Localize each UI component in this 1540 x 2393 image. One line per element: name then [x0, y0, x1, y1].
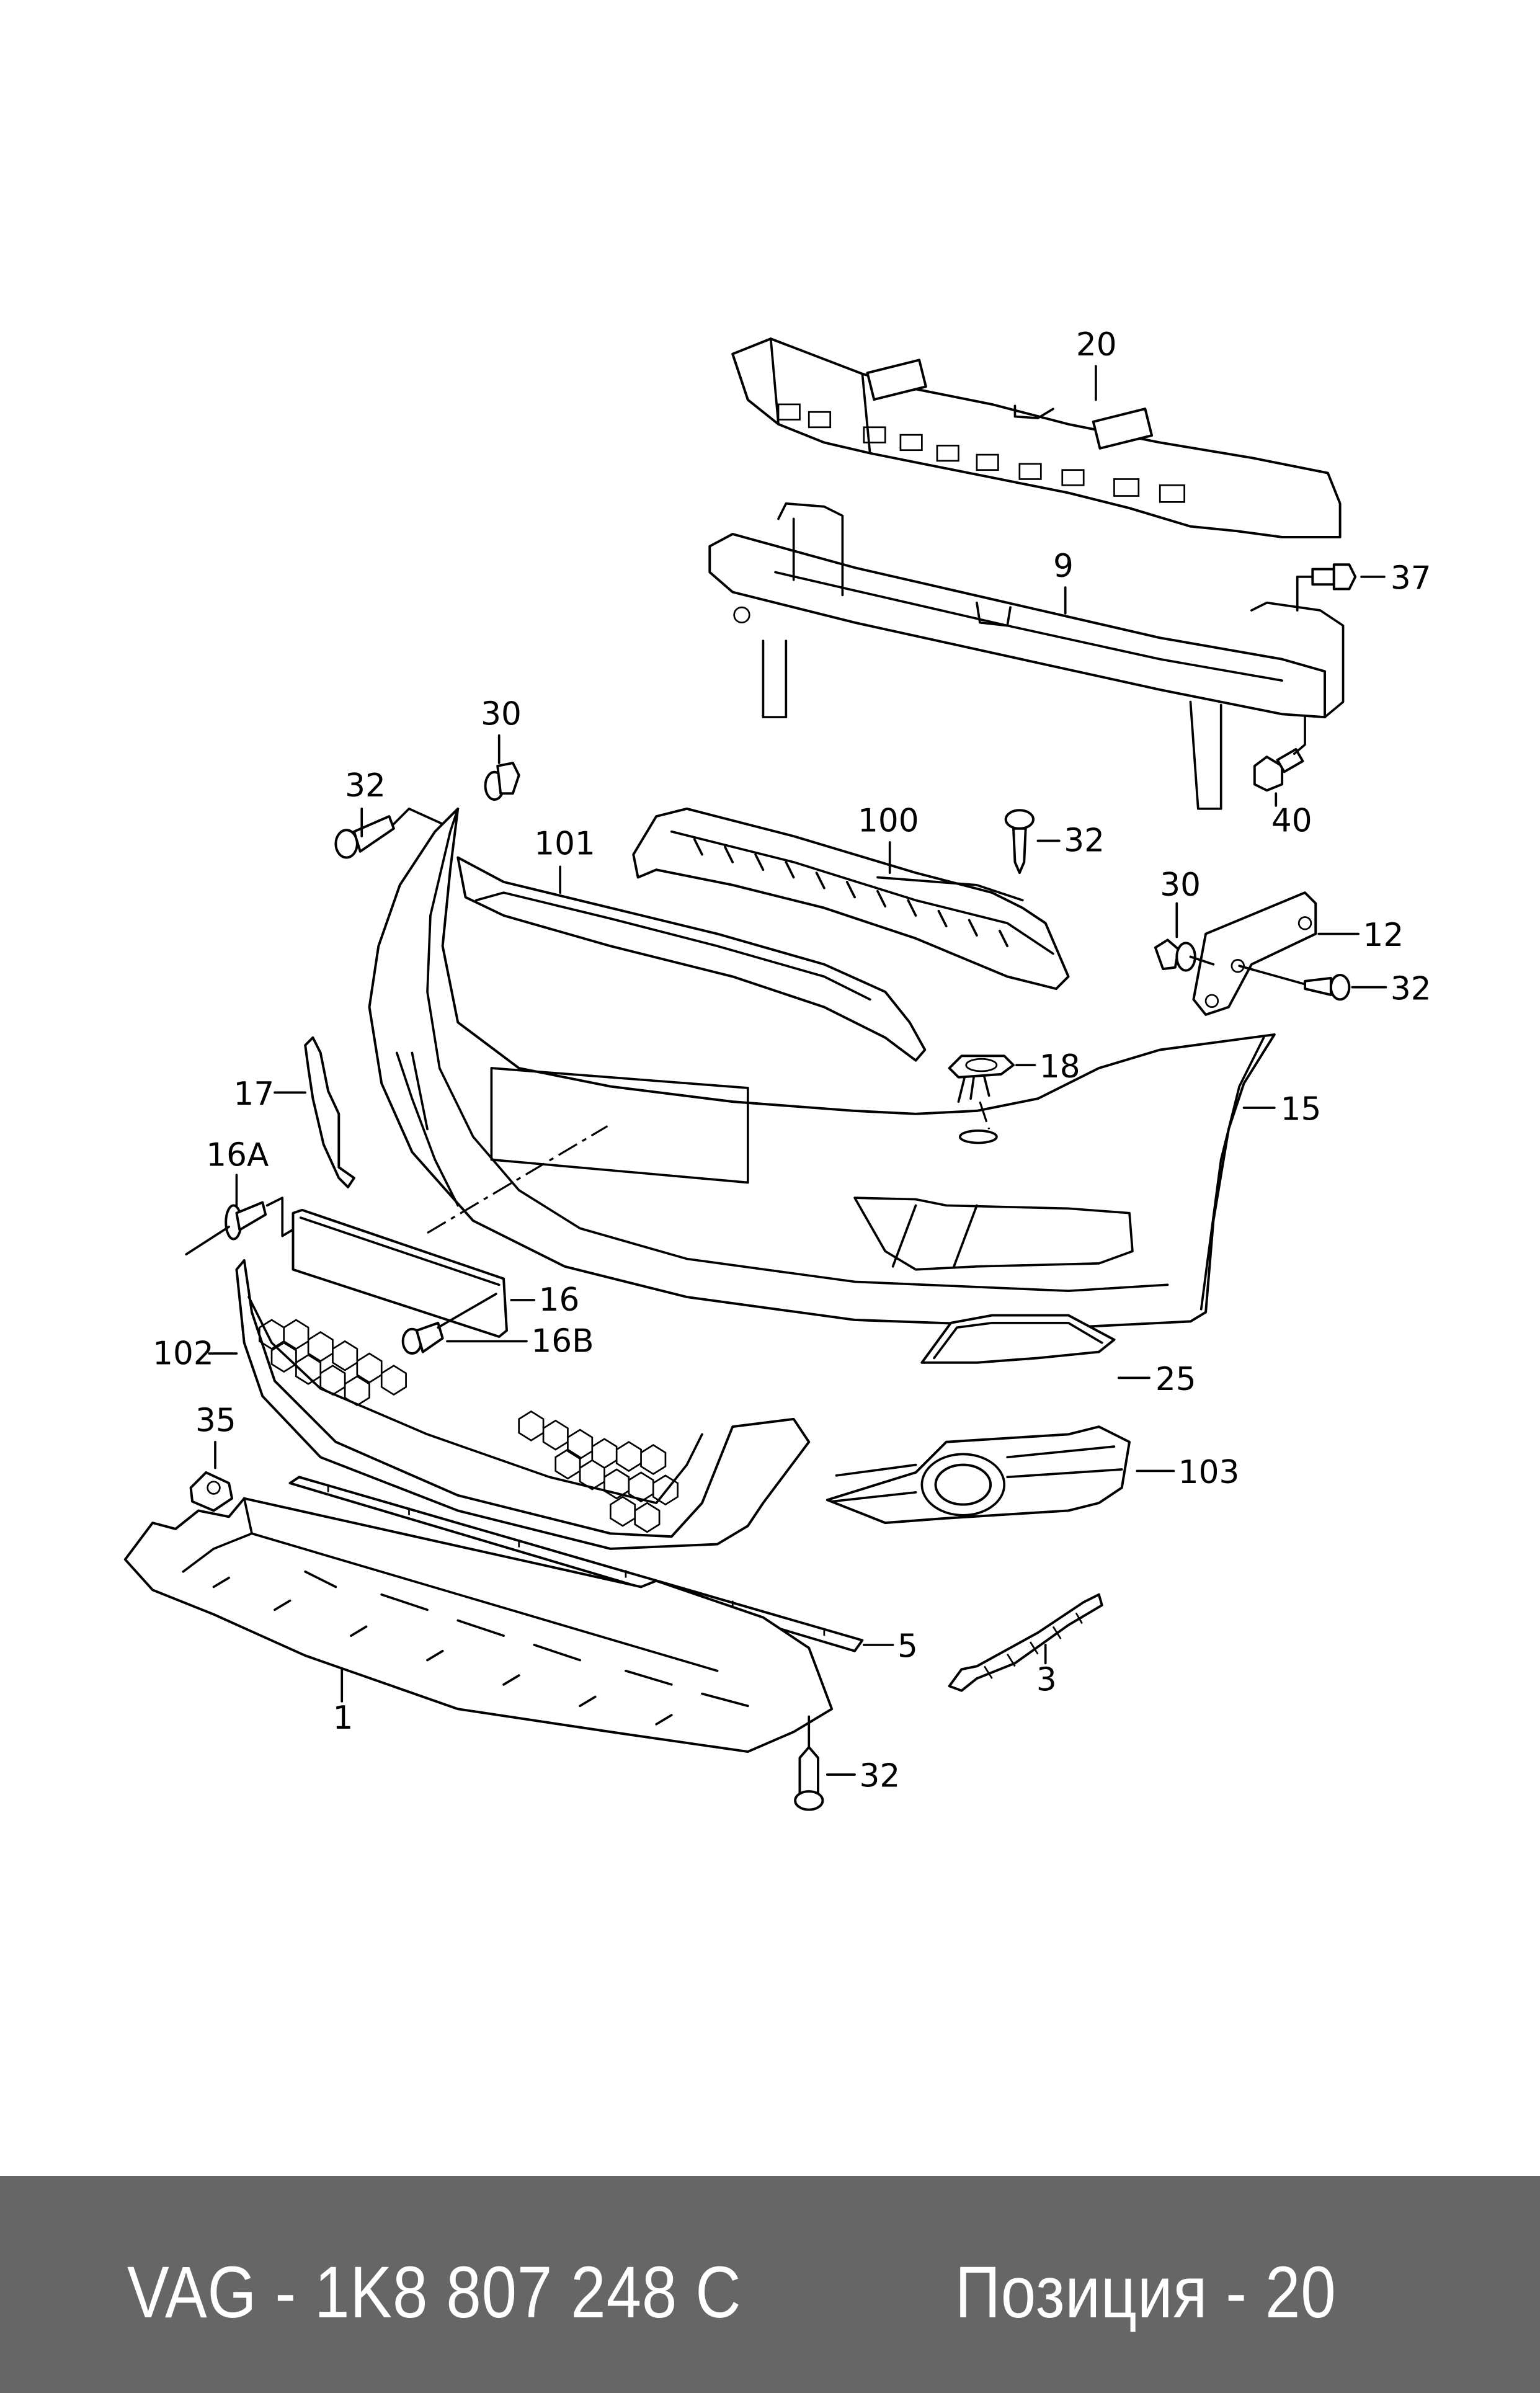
callout-100: 100: [858, 803, 919, 840]
part-25-trim: [920, 1314, 1116, 1364]
callout-30b: 30: [1160, 867, 1201, 904]
callout-17: 17: [234, 1076, 275, 1113]
part-32-screw-d: [794, 1715, 824, 1811]
part-18-jet-cap: [948, 1054, 1015, 1130]
callout-103: 103: [1178, 1454, 1240, 1491]
parts-diagram: 20 9 37 40 30 32: [123, 326, 1431, 1811]
part-number-label: VAG - 1K8 807 248 C: [127, 2252, 742, 2333]
part-35-speed-nut: [189, 1471, 234, 1512]
part-40-bolt: [1253, 716, 1306, 792]
part-9-bumper-beam: [708, 502, 1345, 810]
callout-15: 15: [1281, 1091, 1322, 1128]
callout-40: 40: [1271, 803, 1312, 840]
callout-101: 101: [534, 826, 595, 863]
part-101-upper-trim: [456, 856, 927, 1062]
callout-20: 20: [1076, 326, 1117, 363]
callout-102: 102: [153, 1335, 214, 1372]
callout-9: 9: [1053, 548, 1074, 585]
absorber-windows: [777, 403, 1185, 503]
callout-16B: 16B: [531, 1323, 594, 1360]
part-20-impact-absorber: [731, 337, 1342, 538]
dash-dot-centerline: [427, 1125, 608, 1234]
part-32-screw-a: [334, 807, 444, 859]
part-15-bumper-cover: [368, 807, 1276, 1329]
part-12-bracket: [1192, 891, 1317, 1016]
part-30-clip-nut-b: [1154, 938, 1215, 972]
part-32-screw-c: [1238, 965, 1351, 1001]
part-102-lower-grille: [235, 1259, 811, 1550]
callout-5: 5: [897, 1628, 918, 1665]
honeycomb-mesh: [258, 1319, 679, 1533]
part-1-underbody-panel: [123, 1497, 834, 1754]
callout-37: 37: [1391, 560, 1431, 597]
part-16-plate-bracket: [292, 1208, 508, 1338]
callout-3: 3: [1036, 1662, 1057, 1699]
callout-32d: 32: [859, 1758, 900, 1795]
callout-16A: 16A: [206, 1136, 269, 1174]
callout-30a: 30: [481, 696, 522, 733]
part-32-screw-b: [1004, 809, 1035, 875]
callout-18: 18: [1039, 1048, 1080, 1085]
callout-12: 12: [1363, 917, 1404, 954]
position-label: Позиция - 20: [955, 2252, 1337, 2333]
callout-16: 16: [539, 1281, 580, 1319]
callout-35: 35: [195, 1402, 236, 1440]
callout-32c: 32: [1391, 970, 1431, 1007]
callout-32a: 32: [345, 767, 386, 804]
callout-25: 25: [1155, 1361, 1196, 1398]
part-17-side-trim: [304, 1036, 355, 1188]
callout-1: 1: [332, 1700, 353, 1737]
part-16A-rivet: [185, 1196, 299, 1255]
footer-bar: VAG - 1K8 807 248 C Позиция - 20: [0, 2176, 1540, 2393]
part-16B-nut: [401, 1293, 497, 1355]
part-3-bracket: [948, 1593, 1103, 1692]
part-100-air-guide: [632, 807, 1070, 991]
part-37-bolt: [1296, 563, 1357, 612]
part-103-fog-grille: [826, 1425, 1131, 1525]
callout-32b: 32: [1064, 822, 1105, 860]
part-30-clip-nut: [484, 762, 520, 801]
